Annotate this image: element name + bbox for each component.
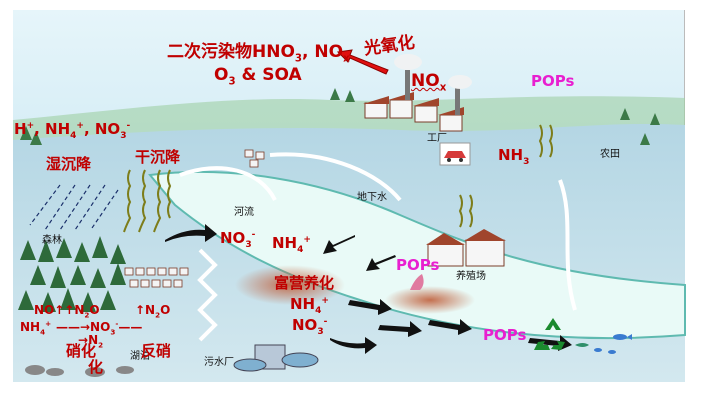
pops-sea-label: POPs — [483, 326, 527, 344]
eutrophication-no3-label: NO3- — [292, 316, 328, 337]
river-label: 河流 — [234, 207, 254, 218]
cycle-nh4-label: NH4+ — [20, 319, 52, 337]
dry-deposition-streaks — [123, 169, 172, 233]
nh3-streaks — [458, 124, 553, 228]
lake-label: 湖泊 — [130, 351, 150, 362]
dry-deposition-label: 干沉降 — [135, 148, 181, 166]
wet-deposition-label: 湿沉降 — [46, 155, 92, 173]
no3-river-label: NO3- — [220, 229, 256, 250]
sewage-plant-label: 污水厂 — [204, 357, 234, 368]
wet-deposition-streaks — [29, 184, 119, 231]
factory-building — [363, 54, 472, 132]
houses — [124, 149, 265, 288]
farm-buildings — [426, 229, 506, 267]
nitrification-label-2: 化 — [88, 358, 104, 376]
nh4-river-label: NH4+ — [272, 234, 311, 255]
eutrophication-label: 富营养化 — [274, 274, 335, 292]
sewage-pipe — [197, 248, 218, 342]
car-icon — [439, 142, 471, 166]
left-forest — [18, 236, 126, 312]
pollution-plume — [235, 265, 345, 305]
recycle-icon — [534, 318, 565, 350]
cycle-arrow-label: ——→NO3-—— — [56, 319, 143, 337]
pops-farm-label: POPs — [396, 256, 440, 274]
denitrification-label: 反硝 — [141, 342, 172, 360]
pollution-plume — [385, 286, 475, 314]
groundwater-label: 地下水 — [357, 192, 387, 203]
forest-label: 森林 — [42, 235, 62, 246]
fish-icons — [575, 334, 632, 354]
cycle-gas-label-right: ↑N2O — [135, 303, 171, 320]
road — [179, 152, 577, 311]
sewage-plant — [233, 344, 319, 372]
photooxidation-arrow — [336, 49, 389, 75]
farm-site-label: 养殖场 — [456, 271, 486, 282]
factory-label: 工厂 — [427, 133, 447, 144]
nox-label: NOx — [411, 71, 447, 94]
nitrification-label: 硝化 — [66, 342, 97, 360]
pops-top-label: POPs — [531, 72, 575, 90]
cycle-gas-label: NO↑↑N2O — [34, 303, 100, 320]
nh3-label: NH3 — [498, 146, 530, 167]
farm-runoff — [410, 274, 424, 290]
ions-label: H+, NH4+, NO3- — [14, 120, 131, 141]
eutrophication-nh4-label: NH4+ — [290, 295, 329, 316]
secondary-pollutants-label: 二次污染物HNO3, NOx — [167, 42, 350, 65]
farmland-label: 农田 — [600, 149, 620, 160]
cycle-n2-label: →N2 — [78, 333, 104, 350]
lake-stones — [25, 365, 134, 377]
o3-soa-label: O3 & SOA — [214, 65, 302, 88]
